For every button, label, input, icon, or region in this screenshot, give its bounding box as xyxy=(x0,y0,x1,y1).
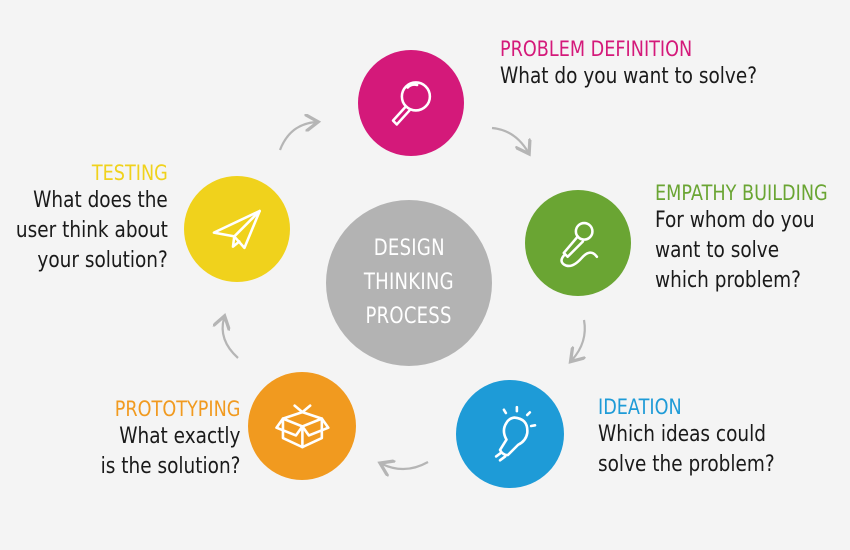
empathy-label: EMPATHY BUILDING For whom do you want to… xyxy=(655,180,850,296)
testing-desc: What does the user think about your solu… xyxy=(16,186,168,276)
problem-desc: What do you want to solve? xyxy=(500,62,757,92)
arrow-prototyping-to-testing xyxy=(223,318,239,359)
testing-label: TESTING What does the user think about y… xyxy=(0,160,168,276)
empathy-title: EMPATHY BUILDING xyxy=(655,181,828,205)
center-line-1: DESIGN xyxy=(373,236,445,261)
center-line-2: THINKING xyxy=(364,270,454,295)
prototyping-circle xyxy=(248,372,356,480)
ideation-desc-line: Which ideas could xyxy=(598,422,766,447)
prototyping-desc-line: What exactly xyxy=(118,424,240,449)
prototyping-label: PROTOTYPING What exactly is the solution… xyxy=(74,396,240,482)
testing-desc-line: user think about xyxy=(16,218,168,243)
arrow-empathy-to-ideation xyxy=(572,319,585,360)
arrow-problem-to-empathy xyxy=(491,126,528,152)
problem-circle xyxy=(358,50,464,156)
testing-title: TESTING xyxy=(92,161,168,185)
paper-plane-icon xyxy=(212,209,262,250)
arrow-ideation-to-prototyping xyxy=(382,462,429,469)
ideation-desc-line: solve the problem? xyxy=(598,452,775,477)
empathy-desc-line: which problem? xyxy=(655,268,801,293)
lightbulb-icon xyxy=(494,405,536,462)
magnifier-icon xyxy=(391,81,432,126)
empathy-desc-line: want to solve xyxy=(655,238,780,263)
center-line-3: PROCESS xyxy=(365,304,453,329)
ideation-title: IDEATION xyxy=(598,395,682,419)
empathy-desc: For whom do you want to solve which prob… xyxy=(655,206,828,296)
testing-desc-line: What does the xyxy=(33,188,168,213)
empathy-circle xyxy=(525,190,631,296)
ideation-circle xyxy=(456,380,564,488)
box-icon xyxy=(274,403,330,449)
prototyping-title: PROTOTYPING xyxy=(114,397,240,421)
prototyping-desc: What exactly is the solution? xyxy=(100,422,240,482)
ideation-label: IDEATION Which ideas could solve the pro… xyxy=(598,394,808,480)
center-circle: DESIGN THINKING PROCESS xyxy=(326,200,492,366)
problem-desc-line: What do you want to solve? xyxy=(500,64,758,89)
prototyping-desc-line: is the solution? xyxy=(100,454,240,479)
empathy-desc-line: For whom do you xyxy=(655,208,815,233)
ideation-desc: Which ideas could solve the problem? xyxy=(598,420,775,480)
testing-circle xyxy=(184,176,290,282)
testing-desc-line: your solution? xyxy=(37,248,169,273)
problem-title: PROBLEM DEFINITION xyxy=(500,37,693,61)
microphone-icon xyxy=(560,222,599,268)
problem-label: PROBLEM DEFINITION What do you want to s… xyxy=(500,36,806,92)
arrow-testing-to-problem xyxy=(278,122,316,151)
